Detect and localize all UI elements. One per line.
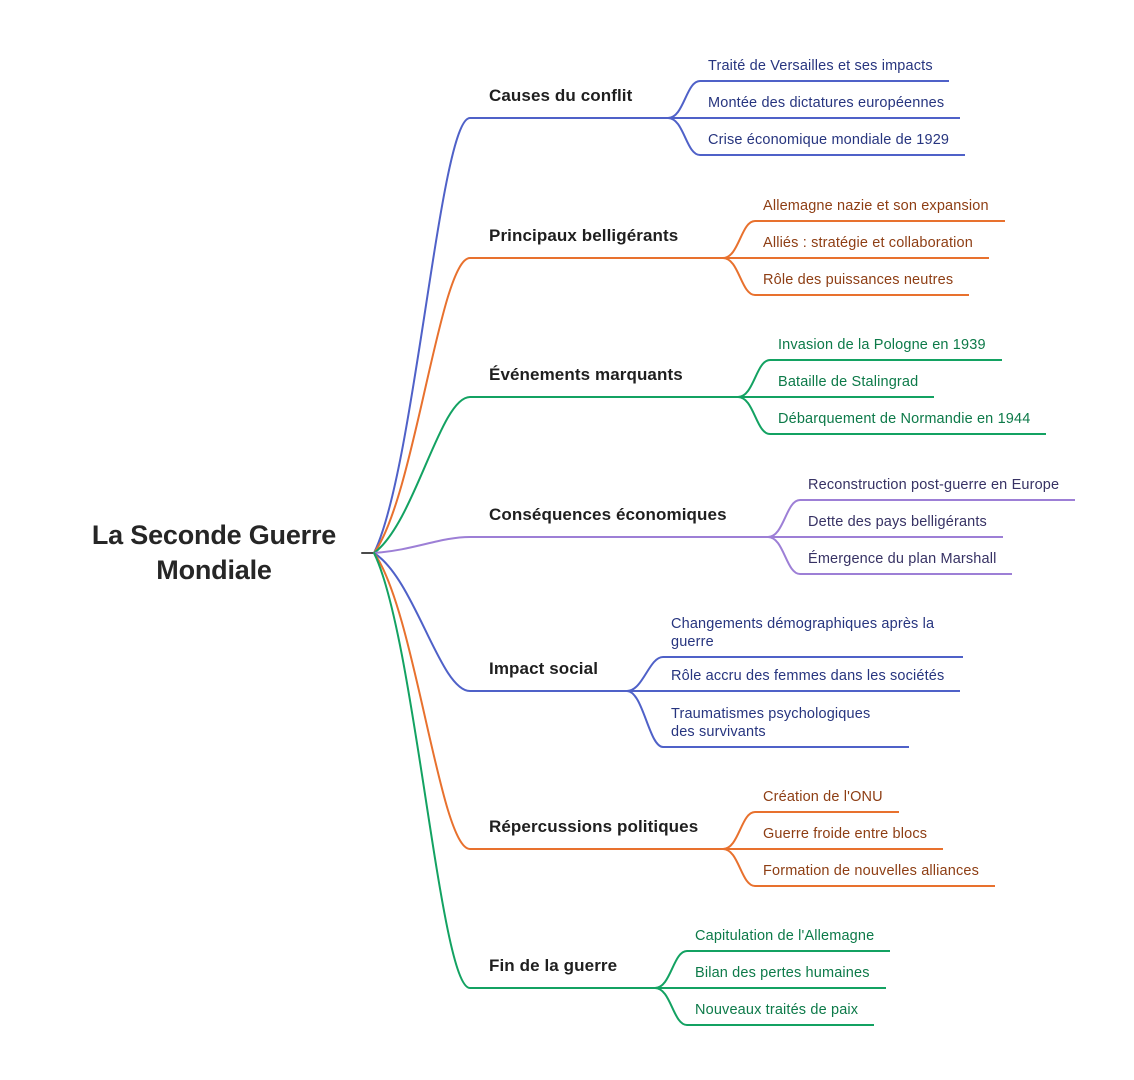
child-node[interactable]: Crise économique mondiale de 1929 <box>700 131 966 156</box>
child-node[interactable]: Dette des pays belligérants <box>800 513 1003 538</box>
branch-label[interactable]: Causes du conflit <box>489 86 633 105</box>
child-node[interactable]: Bilan des pertes humaines <box>687 964 886 989</box>
branch-label[interactable]: Impact social <box>489 659 599 678</box>
connector-line <box>722 848 756 887</box>
child-node[interactable]: Guerre froide entre blocs <box>755 825 944 850</box>
child-node[interactable]: Formation de nouvelles alliances <box>755 862 995 887</box>
root-node[interactable]: La Seconde Guerre Mondiale <box>91 520 337 585</box>
connector-line <box>722 257 756 296</box>
child-node[interactable]: Débarquement de Normandie en 1944 <box>770 410 1047 435</box>
connector-line <box>626 690 664 748</box>
child-node[interactable]: Alliés : stratégie et collaboration <box>755 234 989 259</box>
branch-label[interactable]: Fin de la guerre <box>489 956 618 975</box>
child-node[interactable]: Rôle accru des femmes dans les sociétés <box>663 667 961 692</box>
branch-label[interactable]: Répercussions politiques <box>489 817 699 836</box>
branch-label[interactable]: Conséquences économiques <box>489 505 727 524</box>
child-node[interactable]: Rôle des puissances neutres <box>755 271 970 296</box>
connector-line <box>373 552 664 692</box>
child-node[interactable]: Nouveaux traités de paix <box>687 1001 875 1026</box>
child-node[interactable]: Capitulation de l'Allemagne <box>687 927 891 952</box>
child-node[interactable]: Traité de Versailles et ses impacts <box>700 57 949 82</box>
child-node[interactable]: Changements démographiques après la guer… <box>663 615 963 658</box>
child-node[interactable]: Invasion de la Pologne en 1939 <box>770 336 1002 361</box>
connector-line <box>373 552 756 850</box>
branch-label[interactable]: Principaux belligérants <box>489 226 679 245</box>
connector-line <box>373 536 801 554</box>
child-node[interactable]: Émergence du plan Marshall <box>800 550 1013 575</box>
child-node[interactable]: Bataille de Stalingrad <box>770 373 935 398</box>
child-node[interactable]: Création de l'ONU <box>755 788 899 813</box>
connector-line <box>737 396 771 435</box>
connector-line <box>737 359 771 398</box>
connector-line <box>654 987 688 1026</box>
connector-line <box>767 499 801 538</box>
branch-label[interactable]: Événements marquants <box>489 365 683 384</box>
connector-line <box>654 950 688 989</box>
child-node[interactable]: Allemagne nazie et son expansion <box>755 197 1005 222</box>
connector-line <box>373 257 756 554</box>
connector-line <box>626 656 664 692</box>
child-node[interactable]: Montée des dictatures européennes <box>700 94 961 119</box>
connector-line <box>373 396 771 554</box>
child-node[interactable]: Reconstruction post-guerre en Europe <box>800 476 1076 501</box>
connector-line <box>667 117 701 156</box>
connector-line <box>722 811 756 850</box>
connector-line <box>373 117 701 554</box>
connector-line <box>373 552 688 989</box>
connector-line <box>667 80 701 119</box>
connector-line <box>722 220 756 259</box>
connector-line <box>767 536 801 575</box>
child-node[interactable]: Traumatismes psychologiques des survivan… <box>663 705 909 748</box>
